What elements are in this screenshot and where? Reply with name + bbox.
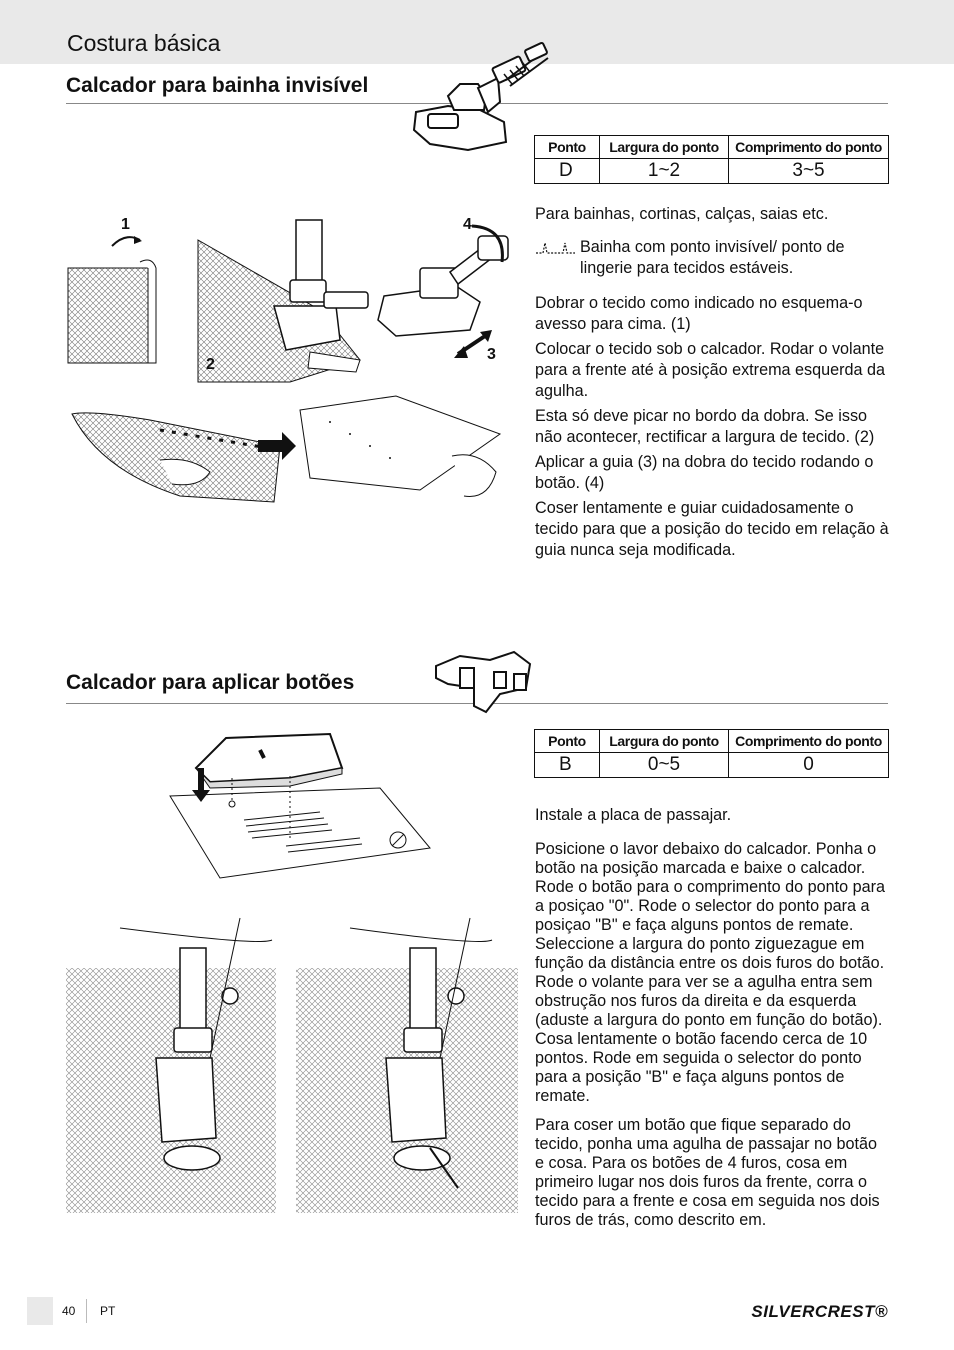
table-header-largura: Largura do ponto: [599, 135, 729, 159]
paragraph: Dobrar o tecido como indicado no esquema…: [535, 294, 863, 333]
header-band: Costura básica: [0, 0, 954, 64]
figure-label-2: 2: [206, 356, 215, 373]
paragraph: Para coser um botão que fique separado d…: [535, 1116, 880, 1229]
section1-title: Calcador para bainha invisível: [66, 74, 369, 97]
button-illustrations: [66, 732, 518, 1213]
stitch-line-2: lingerie para tecidos estáveis.: [580, 259, 794, 277]
table-value-comprimento: 0: [728, 752, 889, 778]
table-header-ponto: Ponto: [534, 729, 600, 753]
intro-line: Para bainhas, cortinas, calças, saias et…: [535, 205, 829, 223]
stitch-description: Bainha com ponto invisível/ ponto de lin…: [535, 237, 890, 281]
language-code: PT: [100, 1304, 116, 1318]
figure-label-1: 1: [121, 216, 130, 233]
paragraph: Colocar o tecido sob o calcador. Rodar o…: [535, 340, 886, 400]
figure-label-3: 3: [487, 346, 496, 363]
footer-divider: [86, 1299, 87, 1323]
table-header-comprimento: Comprimento do ponto: [728, 729, 889, 753]
paragraph: Coser lentamente e guiar cuidadosamente …: [535, 499, 889, 559]
figure-label-4: 4: [463, 216, 472, 233]
blind-hem-foot-icon: [412, 41, 549, 152]
footer-box: [27, 1297, 53, 1325]
table-value-largura: 0~5: [599, 752, 729, 778]
paragraph: Instale a placa de passajar.: [535, 806, 732, 824]
section-header: Costura básica: [67, 30, 221, 56]
table-header-comprimento: Comprimento do ponto: [728, 135, 889, 159]
section2-text: Instale a placa de passajar. Posicione o…: [535, 806, 890, 1240]
table-header-largura: Largura do ponto: [599, 729, 729, 753]
hem-illustrations: [67, 219, 509, 503]
stitch-table-1: Ponto Largura do ponto Comprimento do po…: [534, 135, 889, 184]
paragraph: Aplicar a guia (3) na dobra do tecido ro…: [535, 453, 874, 492]
page-number: 40: [62, 1304, 76, 1318]
paragraph: Posicione o lavor debaixo do calcador. P…: [535, 840, 886, 1105]
section1-text: Para bainhas, cortinas, calças, saias et…: [535, 204, 890, 565]
paragraph: Esta só deve picar no bordo da dobra. Se…: [535, 407, 875, 446]
table-value-ponto: D: [534, 158, 600, 184]
blind-stitch-icon: [536, 242, 575, 254]
section2-title: Calcador para aplicar botões: [66, 671, 355, 694]
table-value-ponto: B: [534, 752, 600, 778]
stitch-table-2: Ponto Largura do ponto Comprimento do po…: [534, 729, 889, 778]
button-foot-icon: [435, 650, 532, 714]
table-header-ponto: Ponto: [534, 135, 600, 159]
stitch-line-1: Bainha com ponto invisível/ ponto de: [580, 238, 845, 256]
table-value-largura: 1~2: [599, 158, 729, 184]
brand-logo: SILVERCREST®: [751, 1302, 888, 1321]
table-value-comprimento: 3~5: [728, 158, 889, 184]
